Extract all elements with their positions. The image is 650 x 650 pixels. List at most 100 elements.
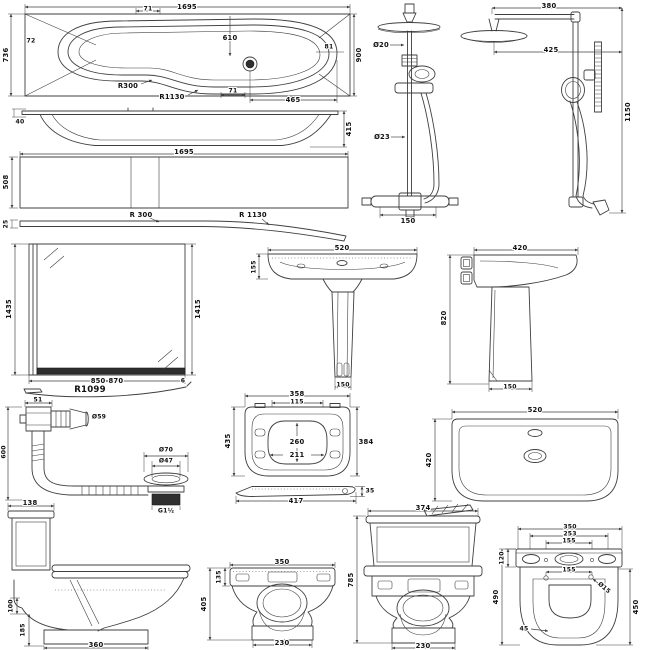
shower-finial: [404, 3, 415, 14]
pan-recess-centre: [267, 571, 298, 583]
slide-rail-ribs: [595, 45, 601, 107]
basin-top-waste-outer: [523, 449, 547, 463]
dim-base-depth: 360: [89, 641, 104, 649]
dim-seat-width: 358: [290, 390, 305, 398]
basin-top-tap-hole: [527, 429, 543, 437]
waste-pipe: [31, 430, 149, 496]
wc-body-front: [375, 595, 471, 629]
cistern-panel-front: [376, 526, 470, 563]
shower-head-disc: [377, 22, 441, 32]
dim-seat-plan-holes: 155: [562, 567, 575, 574]
wc-bowl-skirt: [399, 613, 447, 636]
bath-waste-ring: [245, 59, 255, 69]
pan-base-side: [43, 629, 149, 645]
overflow-body: [25, 406, 52, 432]
seat-ring-side: [51, 571, 189, 579]
overflow-body-lines: [26, 412, 51, 426]
wc-plan-extensions: [499, 526, 633, 646]
panel-extensions: [9, 151, 349, 209]
dim-bathside-height: 415: [345, 122, 353, 137]
dim-wc-width: 374: [416, 504, 431, 512]
wc-bowl-front-inner: [402, 594, 444, 622]
wc-base-front: [391, 627, 456, 644]
shower-head-stem: [402, 12, 417, 23]
seat-lid-side: [51, 564, 191, 572]
bath-rim-inner: [78, 30, 321, 81]
dim-pipe-top: Ø20: [373, 41, 389, 49]
dim-pan-height: 405: [200, 597, 208, 612]
seat-fix-hole-left: [543, 575, 549, 581]
waste-backnut: [151, 493, 181, 506]
basin-side-bowl-line: [479, 260, 559, 269]
dim-bath-radius-small: R300: [118, 82, 138, 90]
dim-pedestal-depth: 150: [503, 384, 516, 391]
dim-bath-offset-top: 71: [144, 6, 153, 13]
countertop-basin-top-view: 520 420: [423, 405, 619, 517]
pedestal-front-lines: [336, 291, 349, 378]
bath-rim-outer: [57, 18, 338, 95]
overflow-barrel: [50, 410, 71, 428]
pan-bowl-front: [256, 583, 308, 623]
hose-outlet: [592, 199, 610, 216]
riser-bracket: [394, 82, 434, 94]
dim-seat-cutout-len: 260: [290, 438, 305, 446]
wall-bracket-bottom: [460, 271, 473, 285]
basin-side-view: 420 820 150: [439, 243, 579, 392]
pedestal-slot-left: [336, 362, 343, 377]
pan-slot-right: [316, 573, 331, 582]
riser-connector: [401, 54, 418, 67]
pan-bowl-front-inner: [262, 588, 302, 618]
screen-glass-hatching: [43, 247, 179, 370]
handset-hose: [569, 100, 595, 209]
cistern-body-side: [11, 517, 51, 571]
valve-handle-left: [361, 197, 372, 206]
wall-bracket-top: [460, 256, 473, 270]
wc-recess-centre: [407, 578, 441, 593]
bath-side-view: 40 415: [12, 107, 354, 148]
cistern-body-front: [369, 522, 477, 567]
seat-hinge-right: [329, 403, 341, 408]
basin-top-extensions: [432, 409, 619, 502]
dim-seat-side-length: 417: [289, 497, 304, 505]
screen-extensions: [11, 243, 196, 384]
shower-arm: [494, 14, 575, 20]
pan-top-front: [229, 567, 336, 587]
dim-head: 425: [544, 46, 559, 54]
dim-bath-waste-drop: 610: [223, 34, 238, 42]
panel-joints: [130, 157, 160, 208]
leader-edge-radius-large: [261, 218, 270, 226]
screen-frame: [28, 243, 38, 376]
dim-outlet-height: 185: [20, 623, 27, 636]
leader-plan-offset: [530, 628, 549, 633]
dim-tank-depth: 138: [23, 499, 38, 507]
bath-screen-view: 1435 1415 850-870 R1099 6: [4, 243, 203, 398]
seat-plan-inner: [532, 578, 606, 639]
overflow-cone: [69, 408, 89, 430]
pan-slot-left: [235, 573, 250, 582]
cistern-bolt-left: [544, 558, 548, 562]
bath-curved-edge-view: R 300 R 1130 25: [2, 210, 347, 242]
basin-funnel: [322, 278, 363, 293]
dim-edge-radius-large: R 1130: [239, 211, 267, 219]
slide-rail: [594, 41, 602, 113]
wc-cistern-front-view: 374 785 230: [346, 503, 483, 650]
dim-screen-radius: R1099: [74, 385, 106, 395]
basin-top-inner: [458, 425, 612, 496]
dim-seat-side-thickness: 35: [366, 488, 375, 495]
wc-pan-top: [371, 575, 475, 597]
bath-deck-outline: [24, 13, 351, 97]
dim-panel-length: 1695: [174, 148, 194, 156]
toilet-side-view: 138 100 185 360: [7, 498, 191, 650]
bath-side-extensions: [12, 108, 347, 148]
dim-waste-drop: 600: [1, 445, 8, 458]
waste-extensions: [5, 400, 189, 510]
dim-plan-width: 350: [563, 524, 576, 531]
head-disc-side: [460, 30, 528, 42]
dim-pedestal-width: 150: [336, 382, 349, 389]
dim-edge-thickness: 25: [3, 220, 10, 229]
bath-deck-diagonals: [24, 13, 351, 97]
seat-slot-bl: [254, 450, 266, 459]
cistern-plan: [515, 548, 623, 568]
wc-slot-right: [454, 580, 469, 590]
